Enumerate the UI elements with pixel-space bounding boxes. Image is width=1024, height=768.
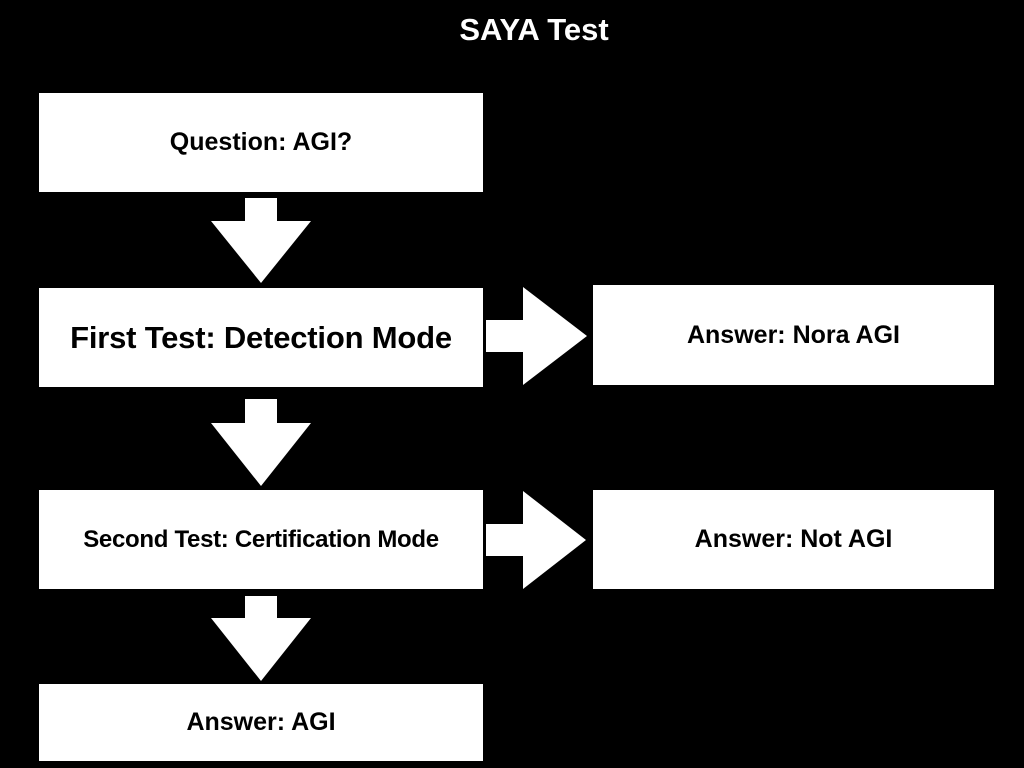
diagram-title: SAYA Test — [459, 12, 609, 47]
answer-agi-node: Answer: AGI — [39, 684, 483, 761]
first-test-node: First Test: Detection Mode — [39, 288, 483, 387]
arrow-right-icon — [486, 287, 587, 385]
second-test-node: Second Test: Certification Mode — [39, 490, 483, 589]
arrow-down-icon — [211, 399, 311, 486]
answer-not-agi-node: Answer: Not AGI — [593, 490, 994, 589]
question-node: Question: AGI? — [39, 93, 483, 192]
arrow-right-icon — [486, 491, 586, 589]
arrow-down-icon — [211, 198, 311, 283]
answer-nora-agi-node: Answer: Nora AGI — [593, 285, 994, 385]
arrow-down-icon — [211, 596, 311, 681]
